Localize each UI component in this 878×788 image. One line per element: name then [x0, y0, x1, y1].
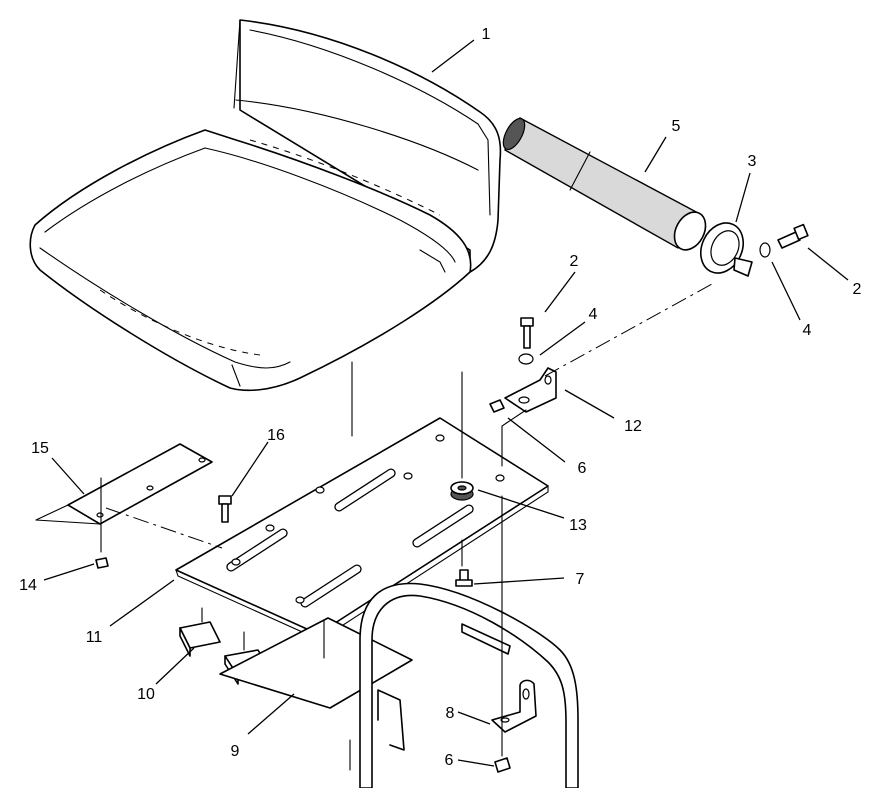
nut-6-lower	[494, 757, 511, 773]
adjuster-tube	[502, 117, 707, 251]
callout-2-right: 2	[853, 281, 862, 298]
bolt-7	[455, 569, 473, 587]
bolt-16	[218, 495, 232, 523]
seat	[29, 19, 502, 392]
callout-10: 10	[137, 686, 155, 703]
bracket-lower	[491, 679, 537, 733]
callout-labels: 1 5 3 2 2 4 4 12 6 16 15 13 7 14 11 10 8…	[19, 26, 861, 769]
callout-4-center: 4	[589, 306, 598, 323]
callout-1: 1	[482, 26, 491, 43]
callout-2-center: 2	[570, 253, 579, 270]
callout-12: 12	[624, 418, 642, 435]
callout-11: 11	[86, 629, 103, 646]
mounting-plate	[175, 417, 549, 641]
frame	[349, 582, 579, 788]
washer-center	[518, 353, 534, 365]
assembly-lines	[100, 283, 713, 757]
callout-5: 5	[672, 118, 681, 135]
callout-16: 16	[267, 427, 285, 444]
callout-13: 13	[569, 517, 587, 534]
callout-4-right: 4	[803, 322, 812, 339]
callout-15: 15	[31, 440, 49, 457]
switch-plate	[35, 443, 213, 525]
nut-14	[95, 557, 109, 569]
callout-9: 9	[231, 743, 240, 760]
grommet	[450, 481, 474, 501]
bracket-upper	[504, 367, 557, 413]
washer-upper-right	[759, 242, 771, 258]
nut-center	[489, 399, 505, 413]
clamp-ring	[700, 222, 753, 277]
callout-3: 3	[748, 153, 757, 170]
callout-6-lower: 6	[445, 752, 454, 769]
bolt-center	[520, 317, 534, 349]
callout-6-upper: 6	[578, 460, 587, 477]
leader-lines	[43, 39, 849, 767]
bolt-upper-right	[777, 223, 809, 249]
callout-7: 7	[576, 571, 585, 588]
callout-14: 14	[19, 577, 37, 594]
callout-8: 8	[446, 705, 455, 722]
